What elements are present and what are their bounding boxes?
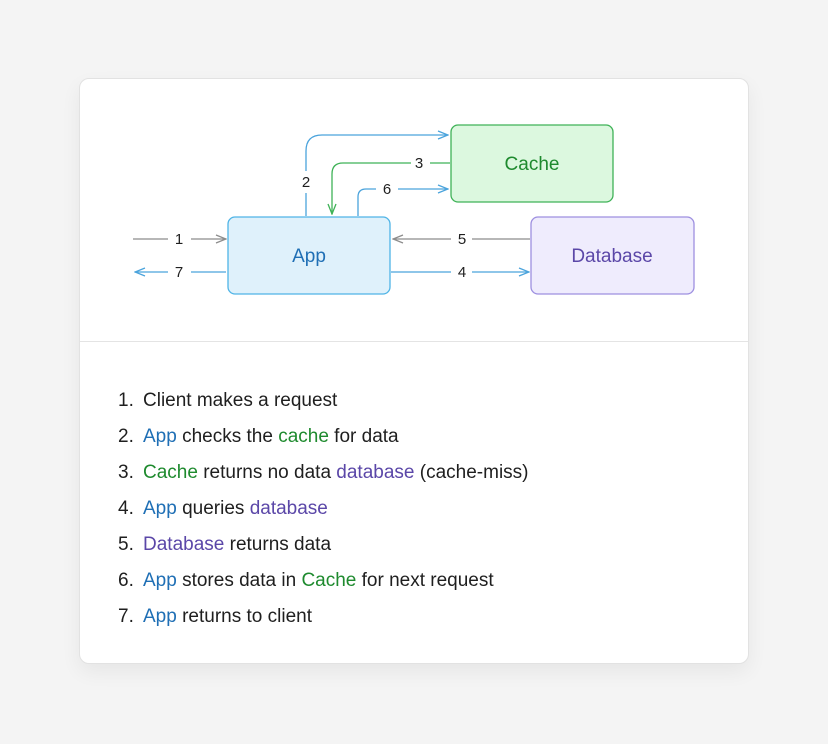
edge-6: 6 <box>357 181 448 216</box>
edge-label-3: 3 <box>415 155 423 172</box>
step-text-part: database <box>249 498 328 519</box>
cache-node-label: Cache <box>505 154 560 175</box>
step-text-part: (cache-miss) <box>414 462 529 483</box>
step-text-part: for next request <box>356 570 494 591</box>
step-item: 2. App checks the cache for data <box>118 419 529 455</box>
edge-2: 2 <box>302 135 448 216</box>
step-text-part: App <box>143 570 177 591</box>
database-node: Database <box>530 216 695 295</box>
step-number: 5. <box>118 534 134 555</box>
step-number: 7. <box>118 606 134 627</box>
step-text-part: Cache <box>143 462 198 483</box>
step-text-part: returns to client <box>176 606 312 627</box>
step-text-part: database <box>336 462 415 483</box>
diagram-area: 1 7 2 3 <box>80 79 748 341</box>
step-text-part: App <box>143 498 177 519</box>
step-text-part: Client makes a request <box>143 390 338 411</box>
edge-7: 7 <box>135 264 226 281</box>
step-text-part: stores data in <box>176 570 302 591</box>
diagram-card: 1 7 2 3 <box>79 78 749 664</box>
app-node: App <box>227 216 391 295</box>
edge-label-2: 2 <box>302 174 310 191</box>
step-item: 1. Client makes a request <box>118 383 529 419</box>
step-text-part: Database <box>143 534 225 555</box>
step-text-part: queries <box>176 498 250 519</box>
step-number: 3. <box>118 462 134 483</box>
step-item: 6. App stores data in Cache for next requ… <box>118 563 529 599</box>
step-text-part: checks the <box>176 426 279 447</box>
cache-node: Cache <box>450 124 614 203</box>
step-item: 7. App returns to client <box>118 599 529 635</box>
database-node-label: Database <box>571 246 652 267</box>
step-number: 2. <box>118 426 134 447</box>
step-number: 4. <box>118 498 134 519</box>
edge-4: 4 <box>391 264 529 281</box>
step-item: 3. Cache returns no data database (cache-… <box>118 455 529 491</box>
step-text-part: App <box>143 426 177 447</box>
flow-diagram: 1 7 2 3 <box>133 124 695 295</box>
step-text-part: for data <box>328 426 399 447</box>
step-text-part: cache <box>278 426 329 447</box>
edge-1: 1 <box>133 231 226 248</box>
edge-label-7: 7 <box>175 264 183 281</box>
step-number: 6. <box>118 570 134 591</box>
step-text-part: Cache <box>301 570 357 591</box>
step-item: 5. Database returns data <box>118 527 529 563</box>
step-text-part: returns data <box>224 534 332 555</box>
edge-label-6: 6 <box>383 181 391 198</box>
divider <box>80 341 748 342</box>
edge-label-1: 1 <box>175 231 183 248</box>
step-text-part: returns no data <box>197 462 337 483</box>
steps-list: 1. Client makes a request 2. App checks the… <box>118 383 529 635</box>
step-item: 4. App queries database <box>118 491 529 527</box>
edge-label-4: 4 <box>458 264 466 281</box>
edge-label-5: 5 <box>458 231 466 248</box>
edge-3: 3 <box>332 155 450 214</box>
edge-5: 5 <box>393 231 530 248</box>
step-text-part: App <box>143 606 177 627</box>
app-node-label: App <box>292 246 326 267</box>
step-number: 1. <box>118 390 134 411</box>
